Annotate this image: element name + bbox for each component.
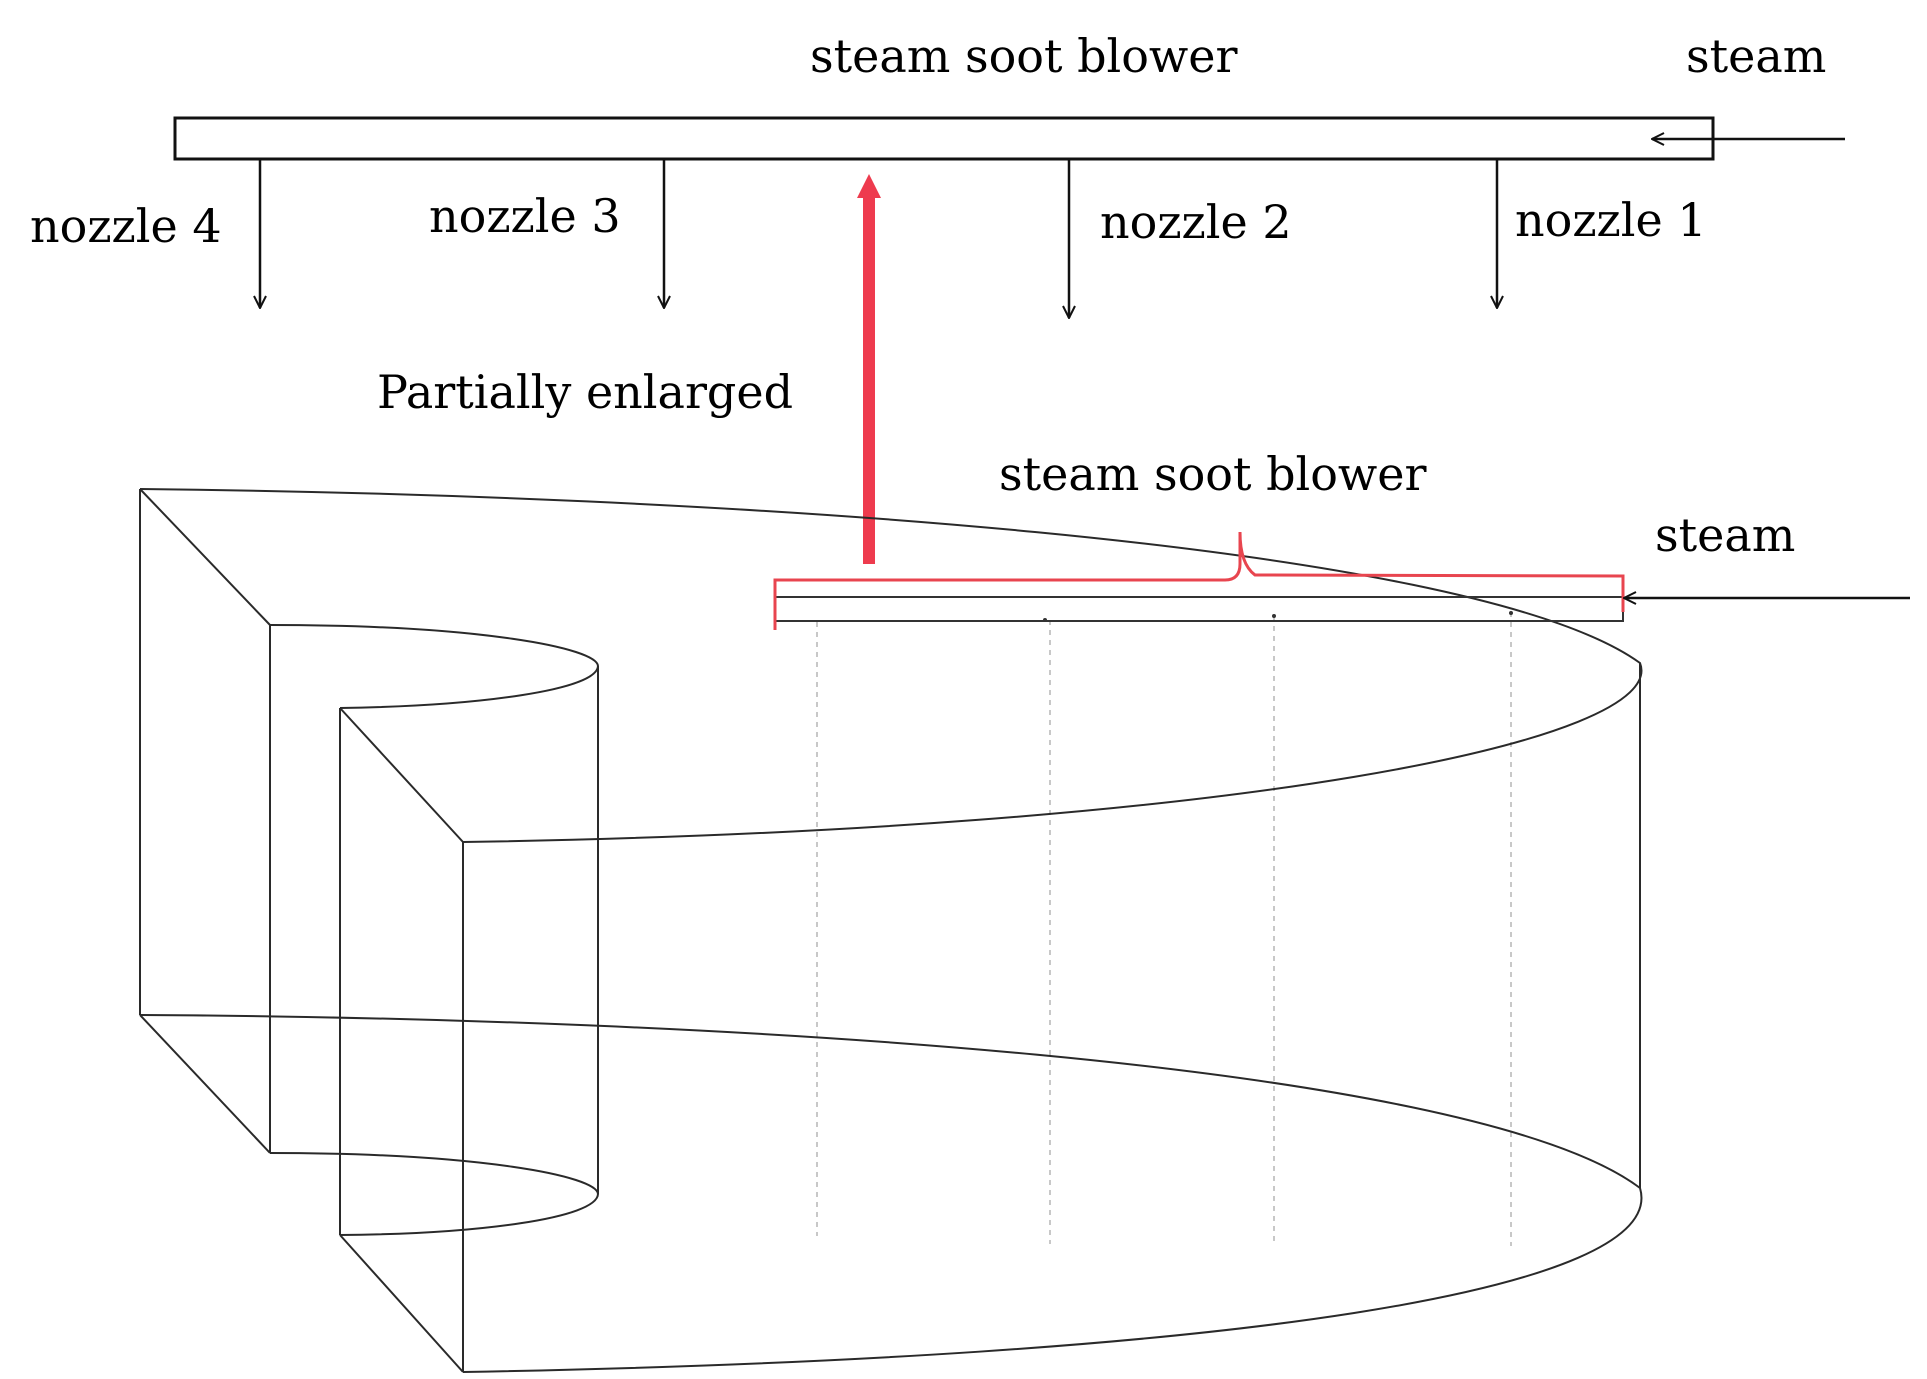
partially-enlarged-label: Partially enlarged <box>377 365 793 419</box>
boiler-wireframe <box>139 488 1643 1373</box>
blower-bracket <box>773 531 1625 630</box>
nozzle-4-label: nozzle 4 <box>30 199 222 253</box>
nozzle-1-label: nozzle 1 <box>1515 193 1707 247</box>
nozzle-2-label: nozzle 2 <box>1100 195 1292 249</box>
enlargement-arrow <box>857 174 881 564</box>
bottom-blower-label: steam soot blower <box>999 447 1427 501</box>
top-blower-label: steam soot blower <box>810 29 1238 83</box>
bottom-steam-label: steam <box>1655 508 1795 562</box>
enlarged-view: steam soot blower steam nozzle 4 nozzle … <box>30 29 1845 318</box>
nozzle-arrows <box>260 159 1497 318</box>
lower-blower: steam soot blower steam <box>773 447 1910 630</box>
blower-tube-bottom <box>774 596 1624 622</box>
nozzle-3-label: nozzle 3 <box>429 189 621 243</box>
blower-tube-top <box>173 116 1715 161</box>
top-steam-label: steam <box>1686 29 1826 83</box>
